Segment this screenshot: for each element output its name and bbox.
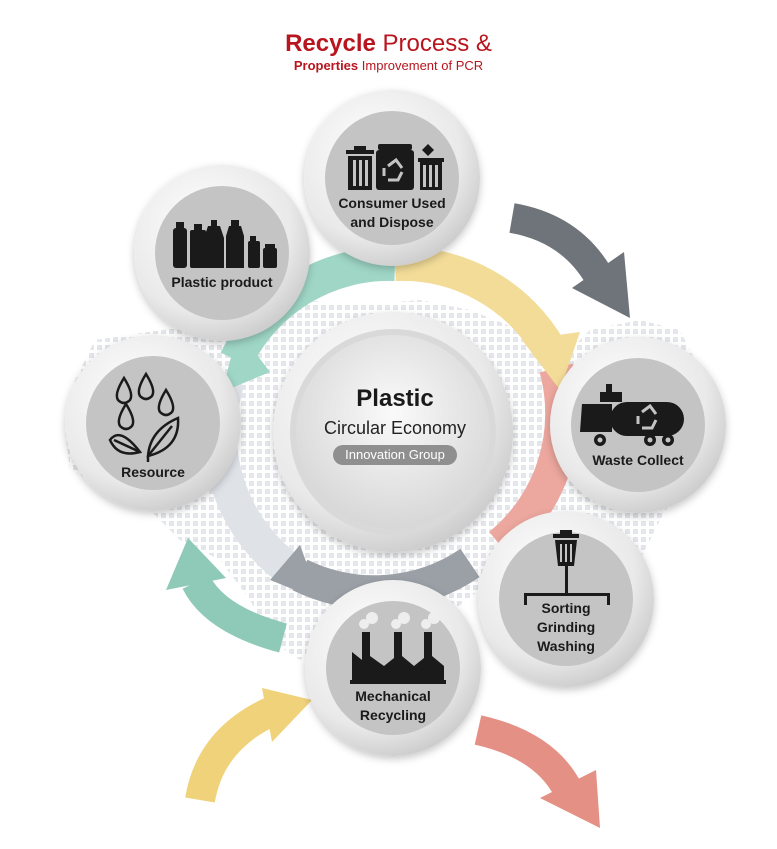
diagram-title: Recycle Process & — [0, 30, 777, 58]
consumer-label-line2: and Dispose — [350, 214, 434, 230]
center-title: Plastic — [356, 385, 434, 412]
ring-arrowhead-grey — [270, 545, 320, 600]
consumer-label-line1: Consumer Used — [338, 195, 446, 211]
factory-icon — [350, 612, 446, 684]
consumer-label: Consumer Used and Dispose — [322, 194, 462, 232]
waste-collect-label: Waste Collect — [592, 452, 684, 468]
title-rest: Process & — [382, 30, 492, 57]
arrow-out-of-mechanical-head — [540, 770, 600, 828]
arrow-to-waste-collect-head — [572, 252, 630, 318]
sorting-label-line3: Washing — [537, 638, 595, 654]
node-sorting — [478, 511, 654, 687]
water-leaf-icon — [108, 371, 180, 462]
arrow-to-resource-head — [166, 538, 226, 590]
node-resource — [65, 335, 241, 511]
mechanical-label-line2: Recycling — [359, 707, 427, 723]
center-disc — [273, 312, 513, 552]
arrow-to-waste-collect — [509, 203, 611, 284]
ring-segment-yellow — [394, 246, 565, 359]
sorting-label-line2: Grinding — [536, 619, 596, 635]
arrow-to-resource — [182, 574, 288, 653]
arrow-out-of-mechanical — [474, 715, 582, 798]
subtitle-bold-word: Properties — [293, 58, 359, 73]
sorting-label: Sorting Grinding Washing — [496, 599, 636, 656]
bottles-icon — [173, 220, 277, 268]
recycling-truck-icon — [580, 384, 684, 446]
mechanical-label: Mechanical Recycling — [323, 687, 463, 725]
outer-arrows — [166, 203, 630, 828]
center-subtitle: Circular Economy — [323, 418, 467, 438]
diagram-subtitle: Properties Improvement of PCR — [0, 58, 777, 73]
subtitle-rest: Improvement of PCR — [361, 58, 484, 73]
plastic-product-label: Plastic product — [171, 274, 273, 290]
ring-arrowhead-yellow — [522, 332, 580, 390]
ring-arrowhead-teal — [222, 330, 270, 392]
mechanical-label-line1: Mechanical — [355, 688, 431, 704]
resource-label: Resource — [121, 464, 185, 480]
sorting-label-line1: Sorting — [541, 600, 591, 616]
sorting-bin-icon — [524, 530, 610, 605]
title-bold-word: Recycle — [285, 30, 376, 57]
center-badge: Innovation Group — [333, 445, 457, 465]
arrow-into-mechanical — [185, 698, 277, 803]
arrow-into-mechanical-head — [262, 688, 312, 742]
trash-bins-icon — [346, 144, 444, 190]
